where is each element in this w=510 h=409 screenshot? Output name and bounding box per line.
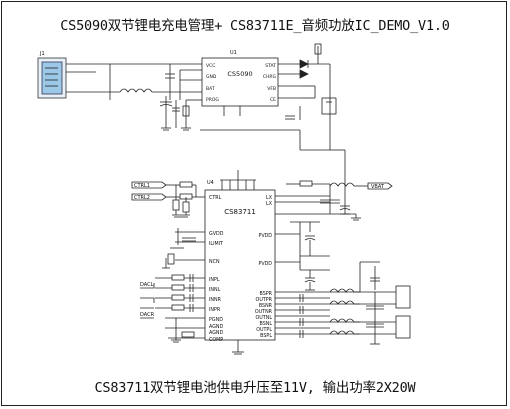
svg-text:INPR: INPR: [209, 307, 221, 313]
net-vbat: VBAT: [371, 184, 385, 190]
usb-connector: [37, 57, 110, 99]
cs83711-ref: U4: [207, 180, 214, 186]
svg-text:CTRL: CTRL: [209, 195, 222, 201]
svg-text:PGND: PGND: [209, 317, 223, 323]
speaker-right: [395, 315, 411, 339]
svg-text:BSNR: BSNR: [259, 303, 273, 309]
output-filter: [275, 261, 396, 345]
svg-text:ILIMIT: ILIMIT: [209, 241, 223, 247]
svg-text:OUTPL: OUTPL: [256, 327, 272, 333]
cs5090-pin-r3: VFB: [267, 86, 276, 92]
chip-cs5090: [201, 57, 300, 116]
svg-text:PVDD: PVDD: [258, 261, 272, 267]
cs5090-chip-name: CS5090: [227, 70, 252, 78]
cs5090-pin-l3: BAT: [206, 86, 215, 92]
usb-connector-ref: J1: [39, 51, 45, 57]
svg-text:COMP: COMP: [209, 337, 223, 343]
header-title: CS5090双节锂电充电管理+ CS83711E_音频功放IC_DEMO_V1.…: [60, 18, 450, 34]
footer-title: CS83711双节锂电池供电升压至11V, 输出功率2X20W: [94, 380, 416, 396]
chip-cs83711: [204, 170, 276, 355]
net-ctrl2: CTRL2: [134, 195, 150, 201]
cs5090-ref: U1: [230, 50, 237, 56]
svg-text:AGND: AGND: [209, 330, 224, 336]
cs83711-right-pins: LX LX PVDD PVDD BSPR OUTPR BSNR OUTNR OU…: [255, 195, 273, 339]
svg-text:AGND: AGND: [209, 324, 224, 330]
svg-text:OUTPR: OUTPR: [256, 297, 273, 303]
svg-text:OUTNL: OUTNL: [256, 315, 273, 321]
svg-text:INNR: INNR: [209, 297, 222, 303]
cs83711-chip-name: CS83711: [224, 208, 256, 216]
svg-text:GVDD: GVDD: [209, 231, 224, 237]
svg-text:BSNL: BSNL: [259, 321, 272, 327]
cs5090-pin-r2: CHRG: [263, 74, 277, 80]
cs5090-pin-l1: VCC: [206, 63, 215, 69]
cs83711-left-pins: CTRL GVDD ILIMIT NCN INPL INNL INNR INPR…: [209, 195, 224, 343]
svg-text:NCN: NCN: [209, 259, 220, 265]
svg-text:INNL: INNL: [209, 287, 221, 293]
svg-text:BSPR: BSPR: [260, 291, 273, 297]
svg-text:INPL: INPL: [209, 277, 220, 283]
net-dacr: DACR: [140, 312, 155, 318]
net-dacl: DACL: [140, 282, 154, 288]
cs5090-pin-l4: PROG: [206, 97, 219, 103]
speaker-left: [395, 285, 411, 309]
svg-text:BSPL: BSPL: [260, 333, 272, 339]
svg-text:OUTNR: OUTNR: [255, 309, 273, 315]
cs5090-pin-r4: CE: [270, 97, 276, 103]
svg-text:LX: LX: [266, 201, 273, 207]
svg-text:LX: LX: [266, 195, 273, 201]
cs5090-pin-r1: STAT: [265, 63, 276, 69]
cs5090-pin-l2: GND: [206, 74, 217, 80]
net-ctrl1: CTRL1: [134, 183, 150, 189]
svg-text:PVDD: PVDD: [258, 233, 272, 239]
